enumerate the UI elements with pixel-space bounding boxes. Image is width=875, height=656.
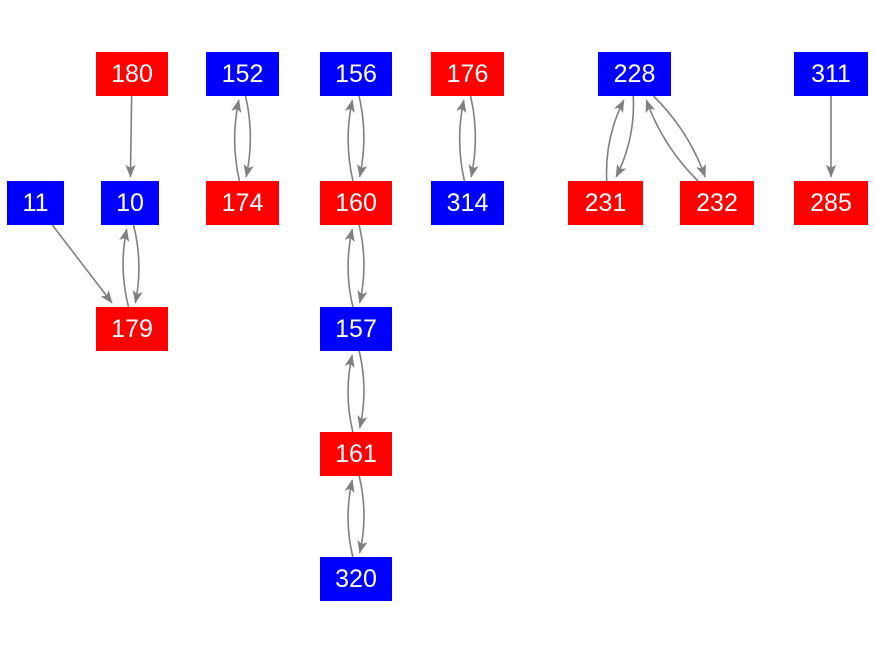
graph-edge (119, 228, 130, 308)
graph-edge (615, 95, 635, 178)
graph-node[interactable]: 180 (96, 52, 168, 96)
graph-edge (344, 354, 355, 433)
graph-node-label: 232 (696, 188, 738, 217)
graph-node[interactable]: 176 (431, 52, 504, 96)
graph-edge (231, 99, 242, 182)
graph-node[interactable]: 160 (320, 181, 392, 225)
graph-node-label: 314 (446, 188, 489, 217)
graph-node[interactable]: 174 (206, 181, 279, 225)
graph-edge (125, 95, 136, 178)
graph-node-label: 311 (811, 59, 851, 88)
graph-node-label: 10 (116, 188, 144, 217)
graph-node-label: 156 (335, 59, 377, 88)
graph-node[interactable]: 231 (568, 181, 643, 225)
graph-node[interactable]: 232 (680, 181, 754, 225)
graph-node[interactable]: 320 (320, 557, 392, 601)
graph-edge (357, 350, 368, 429)
graph-node-label: 157 (335, 314, 377, 343)
graph-edge (243, 95, 254, 178)
graph-edge (652, 95, 706, 178)
graph-edge (468, 95, 479, 178)
graph-edge (357, 475, 368, 554)
graph-node-label: 179 (111, 314, 153, 343)
graph-node-label: 174 (221, 188, 264, 217)
graph-edge (645, 99, 699, 182)
graph-node[interactable]: 10 (101, 181, 159, 225)
graph-node-label: 285 (810, 188, 852, 217)
graph-edge (344, 99, 355, 182)
graph-node-label: 180 (111, 59, 153, 88)
graph-node-label: 176 (446, 59, 489, 88)
graph-node-label: 320 (335, 564, 377, 593)
graph-edge (357, 95, 368, 178)
graph-edge (344, 228, 355, 308)
graph-node[interactable]: 285 (794, 181, 868, 225)
graph-node[interactable]: 152 (206, 52, 279, 96)
graph-node[interactable]: 11 (7, 181, 64, 225)
graph-node-label: 231 (584, 188, 627, 217)
graph-node-label: 228 (613, 59, 656, 88)
graph-node-label: 161 (335, 439, 377, 468)
graph-node-label: 11 (22, 188, 49, 217)
graph-node[interactable]: 157 (320, 307, 392, 351)
graph-node-label: 160 (335, 188, 377, 217)
graph-node[interactable]: 179 (96, 307, 168, 351)
graph-edge (344, 479, 355, 558)
graph-edge (456, 99, 467, 182)
graph-node[interactable]: 314 (431, 181, 504, 225)
graph-node[interactable]: 156 (320, 52, 392, 96)
graph-node[interactable]: 161 (320, 432, 392, 476)
graph-node[interactable]: 311 (794, 52, 868, 96)
graph-edge (605, 99, 625, 182)
graph-node-label: 152 (221, 59, 264, 88)
graph-edge (51, 224, 113, 304)
graph-edge (132, 224, 143, 304)
graph-edge (357, 224, 368, 304)
edge-group (51, 95, 837, 558)
graph-node[interactable]: 228 (598, 52, 671, 96)
